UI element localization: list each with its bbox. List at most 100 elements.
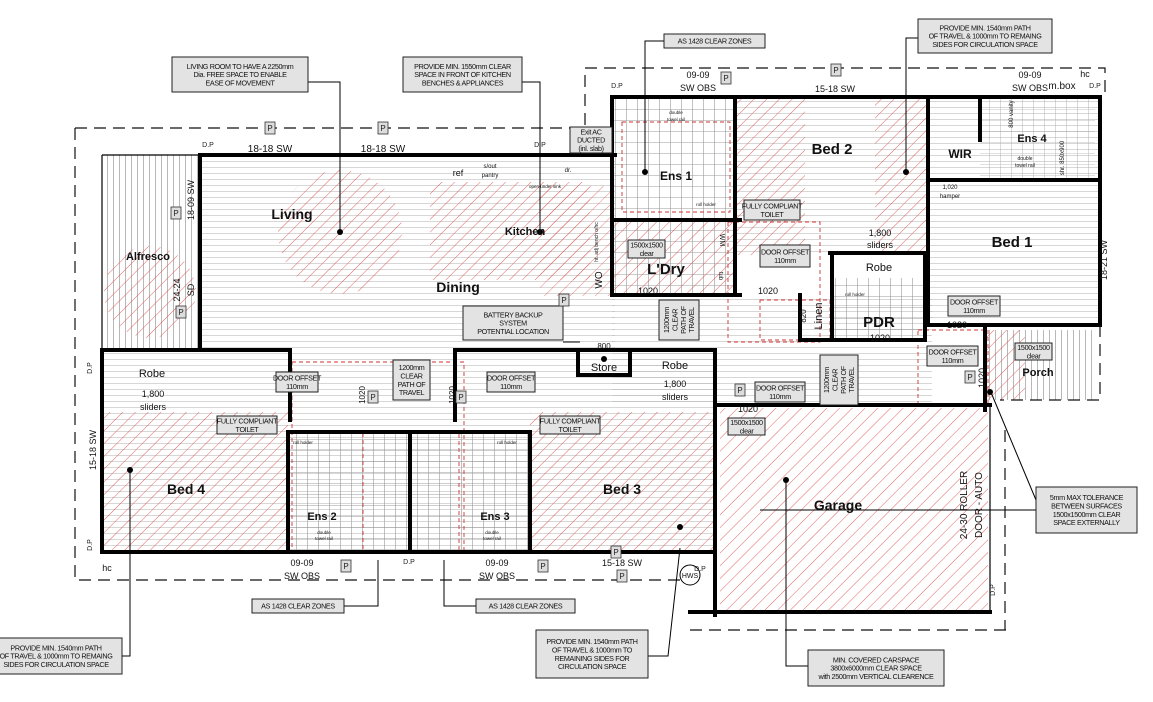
note-line: CLEAR <box>670 309 679 331</box>
note-box <box>663 33 766 49</box>
label-rooms-garage: Garage <box>814 497 862 513</box>
note-line: DOOR OFFSET <box>950 297 999 306</box>
label-dimensions-13: 1020 <box>448 386 457 404</box>
note-box <box>275 371 319 393</box>
label-windows-16: 15-18 SW <box>602 558 643 568</box>
note-line: OF TRAVEL & 1000mm TO <box>552 645 633 654</box>
label-rooms-linen: Linen <box>813 303 825 330</box>
note-line: PATH OF <box>679 305 688 334</box>
label-dimensions-1: sliders <box>867 240 894 250</box>
note-box <box>759 244 811 268</box>
label-fixtures-2: pantry <box>482 173 499 179</box>
label-dimensions-5: sliders <box>662 392 689 402</box>
power-point-marker: P <box>558 293 570 307</box>
downpipe-label: D.P <box>1089 83 1101 90</box>
power-point-label: P <box>561 296 566 305</box>
label-windows-8: 24-24 <box>172 278 182 301</box>
note-box <box>926 345 979 367</box>
note-line: OF TRAVEL & 1000mm TO REMAING <box>929 32 1043 41</box>
label-dimensions-4: 1,800 <box>664 379 687 389</box>
note-line: FULLY COMPLIANT <box>540 416 601 425</box>
note-line: clear <box>640 249 655 258</box>
label-fixtures-23: roll holder <box>696 202 716 207</box>
note-line: SYSTEM <box>499 319 527 328</box>
power-point-marker: P <box>720 71 732 85</box>
note-line: REMAINING SIDES FOR <box>555 654 630 663</box>
note-box <box>251 598 345 614</box>
label-rooms-ens2: Ens 2 <box>307 511 336 523</box>
label-fixtures-3: dr. <box>565 168 572 174</box>
note-line: DOOR OFFSET <box>761 247 810 256</box>
power-point-marker: P <box>340 559 352 573</box>
label-windows-5: 09-09 <box>1018 70 1041 80</box>
label-windows-12: 09-09 <box>290 558 313 568</box>
label-fixtures-15: WO <box>594 271 605 288</box>
note-line: SPACE IN FRONT OF KITCHEN <box>414 70 511 79</box>
label-dimensions-8: 1020 <box>947 320 967 330</box>
note-box <box>727 417 766 436</box>
power-point-label: P <box>737 386 742 395</box>
label-fixtures-13: WM <box>718 234 725 247</box>
label-fixtures-20: m.box <box>1048 81 1075 92</box>
label-windows-15: SW OBS <box>479 571 515 581</box>
label-dimensions-15: 800 <box>597 342 611 351</box>
note-line: 1500x1500 <box>630 240 663 249</box>
label-windows-7: 18-09 SW <box>186 179 196 220</box>
label-rooms-porch: Porch <box>1022 367 1053 379</box>
note-line: Dia. FREE SPACE TO ENABLE <box>193 70 287 79</box>
note-line: FULLY COMPLIANT <box>217 416 278 425</box>
note-box <box>627 239 666 259</box>
label-windows-6: SW OBS <box>1012 83 1048 93</box>
note-line: BETWEEN SURFACES <box>1051 501 1122 510</box>
note-line: SPACE EXTERNALLY <box>1053 518 1120 527</box>
note-clear-zones-ens2: AS 1428 CLEAR ZONES <box>251 598 345 614</box>
label-dimensions-3: sliders <box>140 402 167 412</box>
power-point-marker: P <box>170 206 182 220</box>
label-rooms-ens1: Ens 1 <box>660 169 692 183</box>
note-line: POTENTIAL LOCATION <box>477 327 549 336</box>
label-windows-9: SD <box>186 283 196 296</box>
label-windows-1: 18-18 SW <box>361 144 406 155</box>
label-windows-3: SW OBS <box>680 83 716 93</box>
label-dimensions-11: 1020 <box>738 404 758 414</box>
label-rooms-robe-right: Robe <box>662 360 688 372</box>
label-rooms-dining: Dining <box>436 279 480 295</box>
note-line: AS 1428 CLEAR ZONES <box>489 602 563 611</box>
note-line: 110mm <box>774 256 796 265</box>
note-box <box>171 56 309 93</box>
note-box <box>1035 486 1138 534</box>
label-windows-10: 18-21 SW <box>1099 239 1109 280</box>
note-box <box>392 359 431 401</box>
label-dimensions-10: 1020 <box>977 368 987 388</box>
note-box <box>475 598 576 614</box>
label-windows-0: 18-18 SW <box>248 144 293 155</box>
power-point-label: P <box>967 373 972 382</box>
note-box <box>658 299 700 341</box>
label-fixtures-5: double <box>1017 156 1032 162</box>
note-line: LIVING ROOM TO HAVE A 2250mm <box>187 62 294 71</box>
power-point-marker: P <box>734 383 746 397</box>
label-fixtures-22: HWS <box>682 573 699 580</box>
label-rooms-bed2: Bed 2 <box>812 141 853 158</box>
label-fixtures-11: double <box>485 530 499 535</box>
label-dimensions-9: 1020 <box>870 333 890 343</box>
note-box <box>743 199 801 221</box>
power-point-marker: P <box>367 390 379 404</box>
label-fixtures-9: double <box>317 530 331 535</box>
note-line: TRAVEL <box>399 388 425 397</box>
note-box <box>819 354 859 406</box>
note-line: 110mm <box>286 382 308 391</box>
note-box <box>486 371 536 393</box>
label-rooms-pdr: PDR <box>863 314 895 331</box>
note-clear-zones-ens3: AS 1428 CLEAR ZONES <box>475 598 576 614</box>
